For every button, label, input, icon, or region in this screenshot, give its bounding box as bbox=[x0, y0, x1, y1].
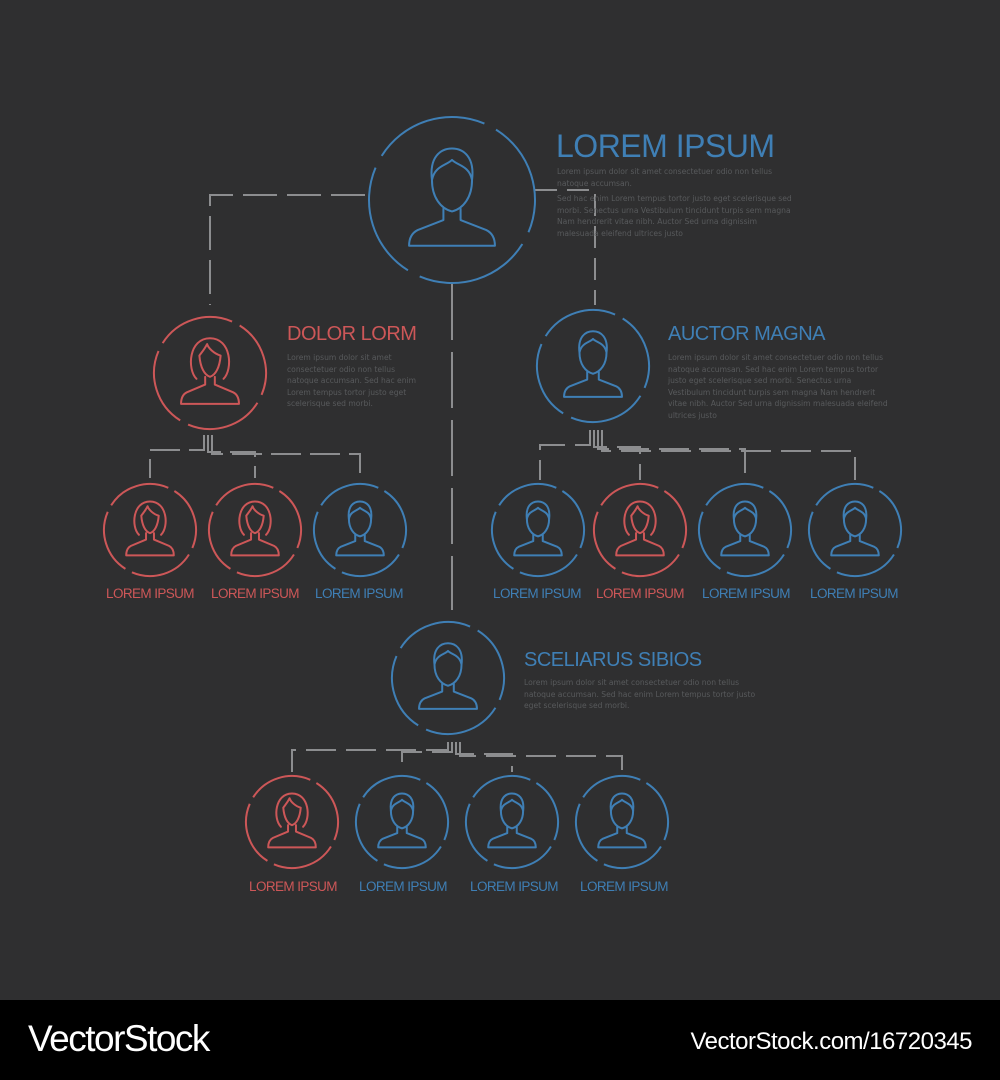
connector-right-team-1 bbox=[539, 430, 591, 480]
male-user-icon bbox=[377, 792, 427, 849]
female-user-icon bbox=[230, 500, 280, 557]
bottom-team-member-4-node-ring bbox=[575, 775, 669, 869]
root-description: Lorem ipsum dolor sit amet consectetuer … bbox=[557, 166, 797, 244]
brand-logo-text: VectorStock bbox=[28, 1018, 210, 1059]
bottom-team-member-3-node bbox=[465, 775, 559, 869]
left-team-member-1-node-ring bbox=[103, 483, 197, 577]
bottom-team-member-1-node bbox=[245, 775, 339, 869]
right-head-paragraph: Lorem ipsum dolor sit amet consectetuer … bbox=[668, 353, 888, 420]
root-person-node-ring bbox=[368, 116, 536, 284]
connector-bottom-team-3 bbox=[455, 742, 513, 772]
root-paragraph-2: Sed hac enim Lorem tempus tortor justo e… bbox=[557, 194, 792, 238]
org-chart: LOREM IPSUM Lorem ipsum dolor sit amet c… bbox=[103, 116, 902, 894]
male-user-icon bbox=[513, 500, 563, 557]
right-head-description: Lorem ipsum dolor sit amet consectetuer … bbox=[668, 352, 893, 426]
bottom-head-person-node bbox=[391, 621, 505, 735]
female-user-icon bbox=[180, 337, 240, 405]
male-user-icon bbox=[563, 330, 623, 398]
right-team-member-4-label: LOREM IPSUM bbox=[810, 586, 899, 601]
bottom-team-member-2-label: LOREM IPSUM bbox=[359, 879, 448, 894]
left-team-member-1-node bbox=[103, 483, 197, 577]
bottom-head-person-node-ring bbox=[391, 621, 505, 735]
left-head-person-node-ring bbox=[153, 316, 267, 430]
bottom-head-paragraph: Lorem ipsum dolor sit amet consectetuer … bbox=[524, 678, 756, 711]
connector-right-team-3 bbox=[597, 430, 746, 480]
person-nodes bbox=[103, 116, 902, 869]
right-team-member-3-node bbox=[698, 483, 792, 577]
female-user-icon bbox=[125, 500, 175, 557]
right-team-member-2-node-ring bbox=[593, 483, 687, 577]
right-team-member-4-node-ring bbox=[808, 483, 902, 577]
male-user-icon bbox=[720, 500, 770, 557]
right-head-title: AUCTOR MAGNA bbox=[668, 323, 825, 345]
stock-id-text: VectorStock.com/16720345 bbox=[690, 1028, 972, 1055]
right-team-member-1-label: LOREM IPSUM bbox=[493, 586, 582, 601]
bottom-team-member-2-node bbox=[355, 775, 449, 869]
left-team-member-3-node-ring bbox=[313, 483, 407, 577]
right-team-member-3-node-ring bbox=[698, 483, 792, 577]
bottom-team-member-4-label: LOREM IPSUM bbox=[580, 879, 669, 894]
right-team-member-1-node bbox=[491, 483, 585, 577]
left-team-member-3-label: LOREM IPSUM bbox=[315, 586, 404, 601]
bottom-team-member-3-node-ring bbox=[465, 775, 559, 869]
root-paragraph-1: Lorem ipsum dolor sit amet consectetuer … bbox=[557, 167, 773, 188]
root-title: LOREM IPSUM bbox=[556, 128, 775, 164]
left-head-description: Lorem ipsum dolor sit amet consectetuer … bbox=[287, 352, 427, 414]
connector-root-to-right bbox=[535, 189, 596, 305]
watermark-bar: VectorStock VectorStock.com/16720345 bbox=[0, 1000, 1000, 1080]
bottom-team-member-1-label: LOREM IPSUM bbox=[249, 879, 338, 894]
connector-left-team-3 bbox=[211, 435, 361, 478]
bottom-head-description: Lorem ipsum dolor sit amet consectetuer … bbox=[524, 677, 759, 716]
female-user-icon bbox=[267, 792, 317, 849]
left-head-paragraph: Lorem ipsum dolor sit amet consectetuer … bbox=[287, 353, 417, 409]
left-team-member-2-node bbox=[208, 483, 302, 577]
connector-left-team-1 bbox=[149, 435, 205, 478]
left-head-person-node bbox=[153, 316, 267, 430]
root-person-node bbox=[368, 116, 536, 284]
bottom-team-member-4-node bbox=[575, 775, 669, 869]
male-user-icon bbox=[487, 792, 537, 849]
male-user-icon bbox=[335, 500, 385, 557]
right-team-member-2-node bbox=[593, 483, 687, 577]
connector-right-team-2 bbox=[593, 430, 641, 480]
right-team-member-4-node bbox=[808, 483, 902, 577]
connector-lines bbox=[149, 189, 856, 772]
bottom-team-member-1-node-ring bbox=[245, 775, 339, 869]
left-team-member-3-node bbox=[313, 483, 407, 577]
right-team-member-3-label: LOREM IPSUM bbox=[702, 586, 791, 601]
connector-left-team-2 bbox=[207, 435, 256, 478]
female-user-icon bbox=[615, 500, 665, 557]
connector-bottom-team-4 bbox=[459, 742, 623, 772]
connector-right-team-4 bbox=[601, 430, 856, 480]
left-team-member-1-label: LOREM IPSUM bbox=[106, 586, 195, 601]
male-user-icon bbox=[830, 500, 880, 557]
right-team-member-1-node-ring bbox=[491, 483, 585, 577]
connector-root-to-left bbox=[209, 194, 365, 305]
male-user-icon bbox=[597, 792, 647, 849]
connector-bottom-team-2 bbox=[401, 742, 453, 772]
bottom-team-member-2-node-ring bbox=[355, 775, 449, 869]
left-team-member-2-node-ring bbox=[208, 483, 302, 577]
left-team-member-2-label: LOREM IPSUM bbox=[211, 586, 300, 601]
bottom-head-title: SCELIARUS SIBIOS bbox=[524, 649, 702, 671]
right-head-person-node bbox=[536, 309, 650, 424]
male-user-icon bbox=[408, 147, 496, 247]
male-user-icon bbox=[418, 642, 478, 710]
org-chart-graphic bbox=[103, 116, 902, 869]
bottom-team-member-3-label: LOREM IPSUM bbox=[470, 879, 559, 894]
left-head-title: DOLOR LORM bbox=[287, 323, 417, 345]
connector-bottom-team-1 bbox=[291, 742, 449, 772]
right-team-member-2-label: LOREM IPSUM bbox=[596, 586, 685, 601]
right-head-person-node-ring bbox=[536, 309, 650, 424]
